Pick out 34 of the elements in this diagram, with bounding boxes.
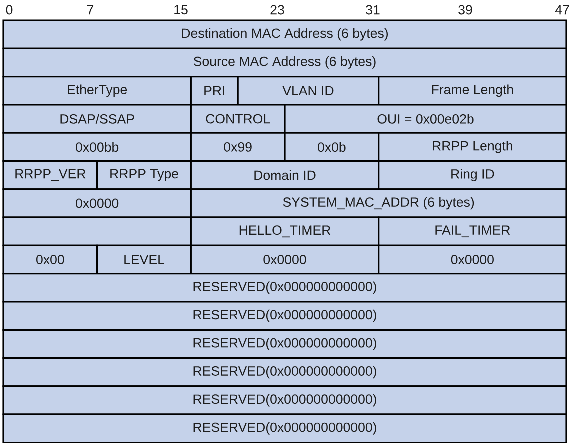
field-box: FAIL_TIMER [378, 216, 568, 246]
field-box: 0x0000 [378, 244, 568, 275]
field-box: PRI [190, 76, 239, 106]
field-box: SYSTEM_MAC_ADDR (6 bytes) [190, 188, 568, 218]
bit-number: 15 [174, 5, 188, 15]
field-box: HELLO_TIMER [190, 216, 380, 246]
field-box: RESERVED(0x000000000000) [2, 386, 568, 416]
field-box: 0x0000 [190, 244, 380, 275]
field-box: Ring ID [378, 160, 568, 190]
field-box: RESERVED(0x000000000000) [2, 358, 568, 388]
field-box: 0x0b [284, 132, 380, 162]
field-box: 0x0000 [2, 188, 192, 218]
field-box: RESERVED(0x000000000000) [2, 301, 568, 331]
field-box: DSAP/SSAP [2, 104, 192, 134]
bit-number: 39 [458, 5, 472, 15]
field-box: RRPP Type [96, 160, 192, 190]
field-box: Destination MAC Address (6 bytes) [2, 20, 568, 50]
bit-number: 7 [87, 5, 94, 15]
bit-number: 31 [366, 5, 380, 15]
field-box: RRPP Length [378, 132, 568, 162]
field-box [2, 216, 192, 246]
field-box: 0x99 [190, 132, 286, 162]
field-box: RRPP_VER [2, 160, 98, 190]
field-box: RESERVED(0x000000000000) [2, 329, 568, 360]
bit-number: 23 [270, 5, 284, 15]
field-box: 0x00 [2, 244, 98, 275]
bit-number: 0 [6, 5, 13, 15]
field-box: RESERVED(0x000000000000) [2, 414, 568, 444]
bit-number: 47 [555, 5, 570, 15]
field-box: Frame Length [378, 76, 568, 106]
field-box: LEVEL [96, 244, 192, 275]
field-box: Domain ID [190, 160, 380, 190]
field-box: CONTROL [190, 104, 286, 134]
field-box: 0x00bb [2, 132, 192, 162]
